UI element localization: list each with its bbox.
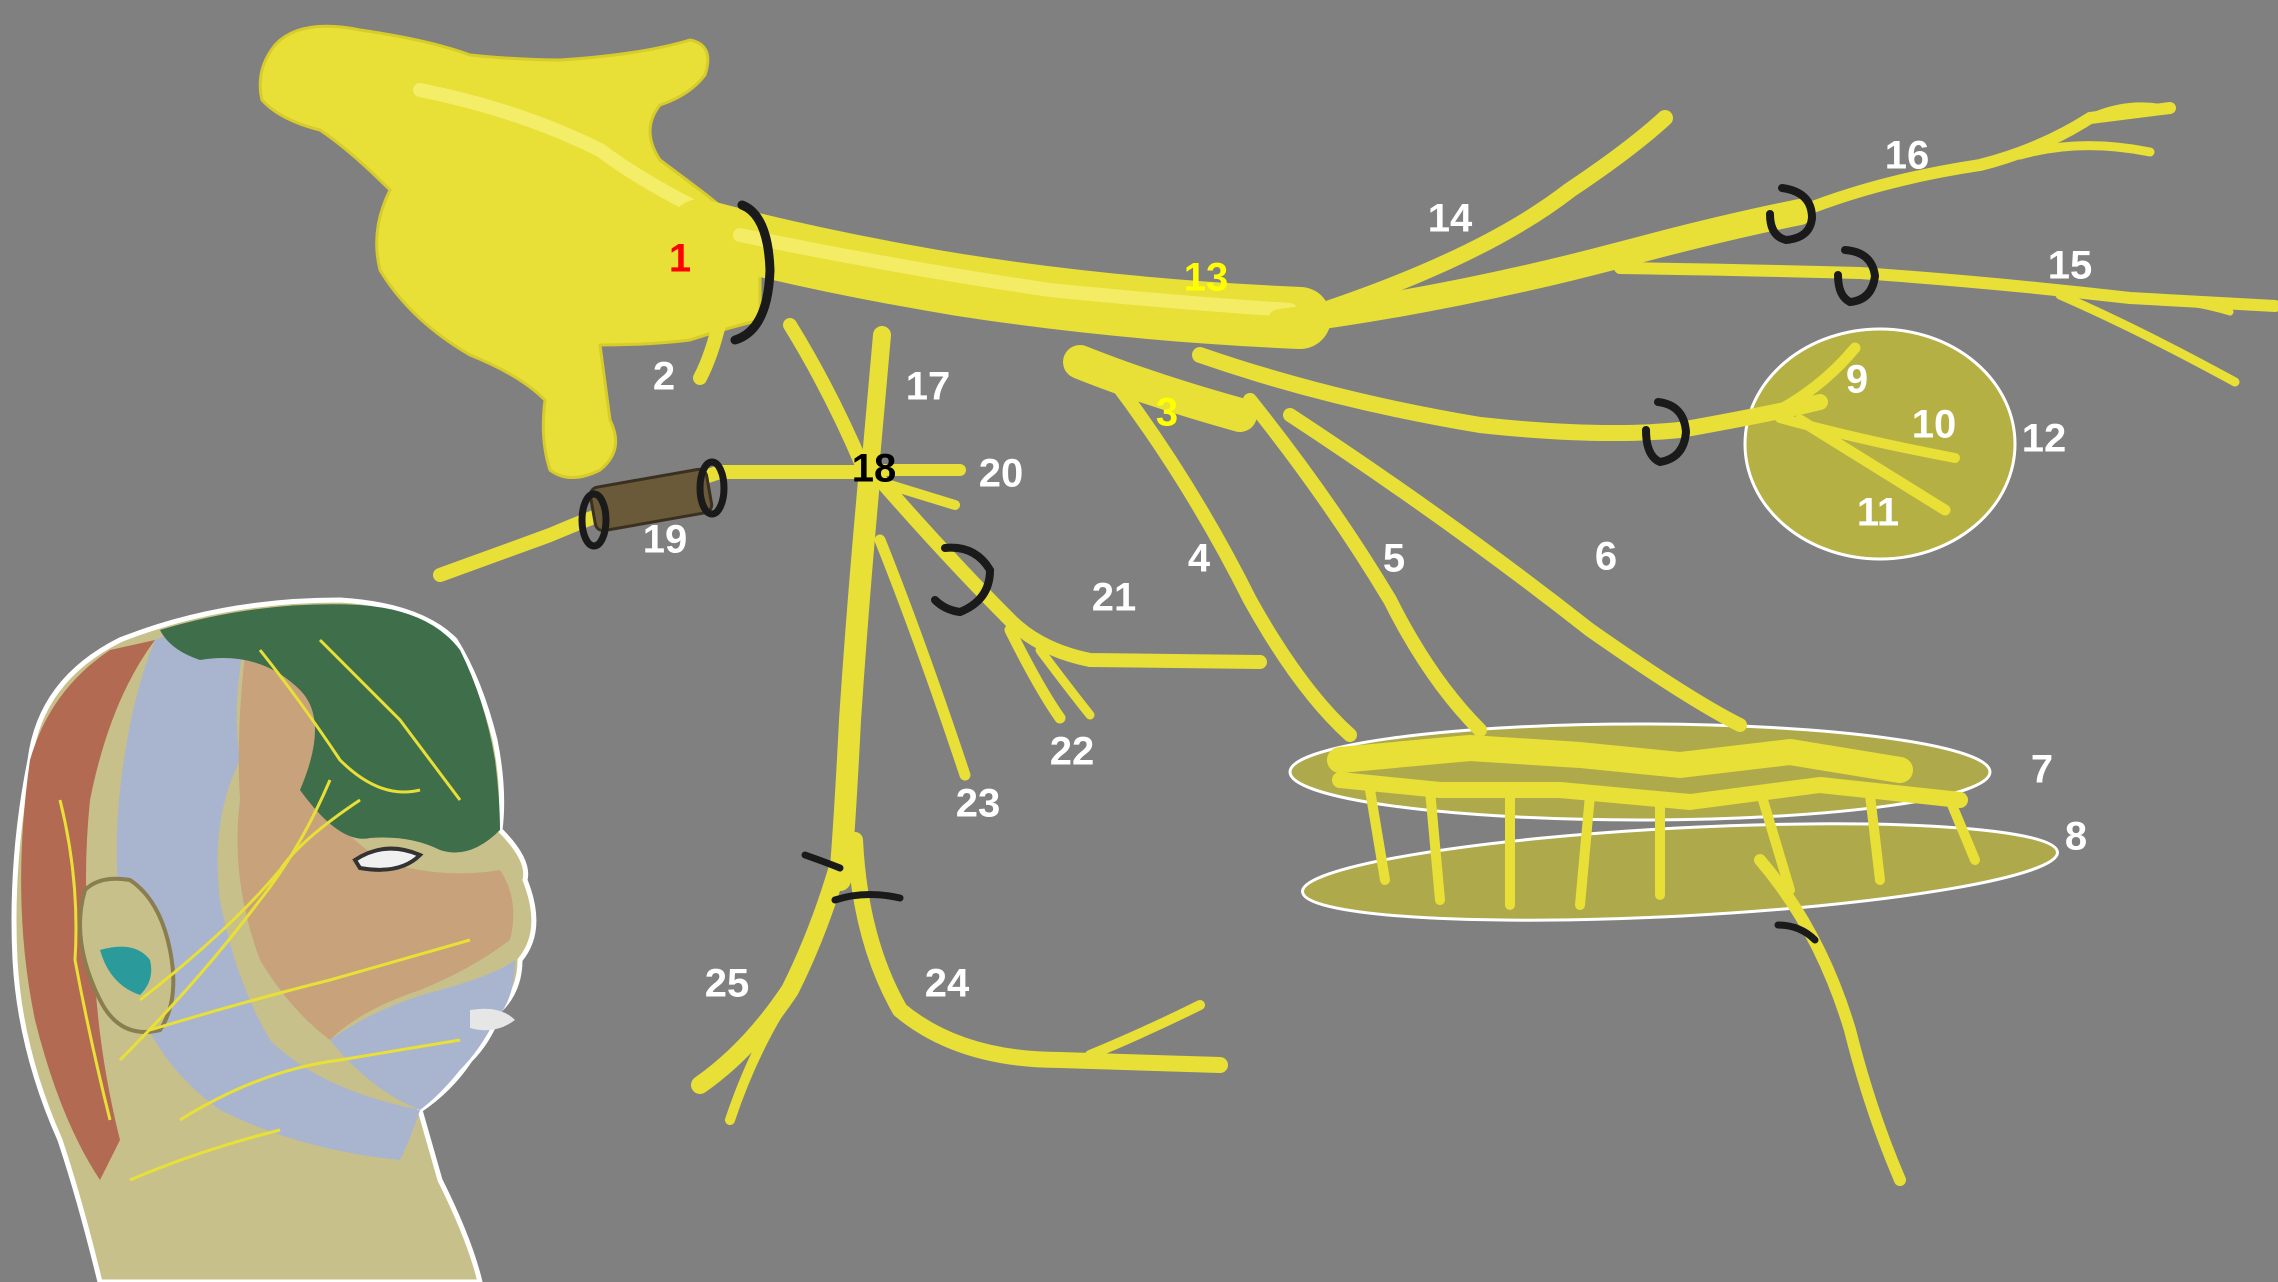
label-3: 3: [1156, 391, 1178, 435]
label-6: 6: [1595, 535, 1617, 579]
label-5: 5: [1383, 537, 1405, 581]
label-25: 25: [705, 962, 750, 1006]
label-24: 24: [925, 962, 970, 1006]
label-20: 20: [979, 452, 1024, 496]
label-7: 7: [2031, 748, 2053, 792]
label-12: 12: [2022, 417, 2067, 461]
label-17: 17: [906, 365, 951, 409]
label-4: 4: [1188, 537, 1211, 581]
label-1: 1: [669, 237, 691, 281]
label-21: 21: [1092, 576, 1137, 620]
label-19: 19: [643, 518, 688, 562]
label-10: 10: [1912, 403, 1957, 447]
label-15: 15: [2048, 244, 2093, 288]
label-13: 13: [1184, 256, 1229, 300]
label-2: 2: [653, 355, 675, 399]
label-9: 9: [1846, 358, 1868, 402]
label-11: 11: [1857, 491, 1899, 535]
label-22: 22: [1050, 730, 1095, 774]
label-18: 18: [852, 447, 897, 491]
label-14: 14: [1428, 197, 1473, 241]
label-23: 23: [956, 782, 1001, 826]
label-16: 16: [1885, 134, 1930, 178]
label-8: 8: [2065, 815, 2087, 859]
